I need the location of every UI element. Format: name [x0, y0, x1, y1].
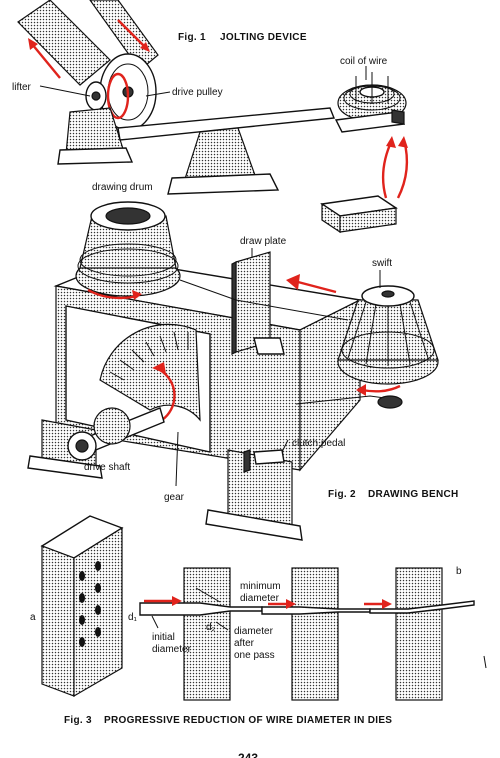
label-draw-plate: draw plate	[240, 236, 287, 247]
label-gear: gear	[164, 492, 185, 503]
wire	[179, 279, 349, 321]
label-a: a	[30, 612, 36, 623]
lever-beam	[117, 107, 335, 141]
die-plate-2	[291, 567, 339, 701]
belt	[17, 0, 111, 86]
die-plate-1	[183, 567, 231, 701]
label-lifter: lifter	[12, 82, 32, 93]
label-clutch-pedal: clutch pedal	[292, 438, 345, 449]
wire-pass-2	[261, 606, 371, 615]
label-drive-pulley: drive pulley	[172, 87, 223, 98]
fig2-caption-number: Fig. 2	[328, 489, 356, 500]
label-after-pass-1: diameter	[234, 626, 274, 637]
jolt-arrows	[381, 136, 409, 199]
draw-plate	[231, 251, 285, 355]
wire-pass-1	[139, 602, 263, 616]
page-number: 243	[238, 751, 258, 758]
pedestal-center	[183, 127, 257, 183]
swift	[337, 285, 439, 409]
die-block-a	[40, 515, 124, 698]
label-d2: d₂	[206, 622, 216, 633]
label-minimum-diameter-1: minimum	[240, 581, 281, 592]
label-d1: d₁	[128, 612, 138, 623]
label-drawing-drum: drawing drum	[92, 182, 153, 193]
label-swift: swift	[372, 258, 392, 269]
label-initial-diameter-2: diameter	[152, 644, 192, 655]
fig1-caption-number: Fig. 1	[178, 32, 206, 43]
label-after-pass-2: after	[234, 638, 255, 649]
pass-direction-arrows	[144, 596, 392, 609]
label-minimum-diameter-2: diameter	[240, 593, 280, 604]
fig3-caption-title: PROGRESSIVE REDUCTION OF WIRE DIAMETER I…	[104, 715, 392, 726]
label-drive-shaft: drive shaft	[84, 462, 130, 473]
wire-direction-arrow	[286, 274, 337, 294]
fig3-caption-number: Fig. 3	[64, 715, 92, 726]
wire-pass-3	[369, 600, 475, 614]
fig3-wire-reduction: a d₁ d₂ minimum diameter initial diamete…	[30, 515, 487, 726]
fig1-caption-title: JOLTING DEVICE	[220, 32, 307, 43]
fig1-jolting-device: lifter drive pulley coil of wire Fig. 1 …	[12, 0, 409, 234]
fig2-drawing-bench: drawing drum draw plate swift clutch ped…	[27, 182, 459, 541]
label-initial-diameter-1: initial	[152, 632, 175, 643]
clutch-pedal	[243, 449, 285, 473]
fig2-caption-title: DRAWING BENCH	[368, 489, 459, 500]
drawing-drum	[75, 201, 181, 300]
belt-rear	[89, 0, 159, 71]
label-coil-of-wire: coil of wire	[340, 56, 388, 67]
label-b: b	[456, 566, 462, 577]
die-plate-3	[395, 567, 443, 701]
belt-motion-arrows	[28, 19, 150, 79]
label-after-pass-3: one pass	[234, 650, 275, 661]
